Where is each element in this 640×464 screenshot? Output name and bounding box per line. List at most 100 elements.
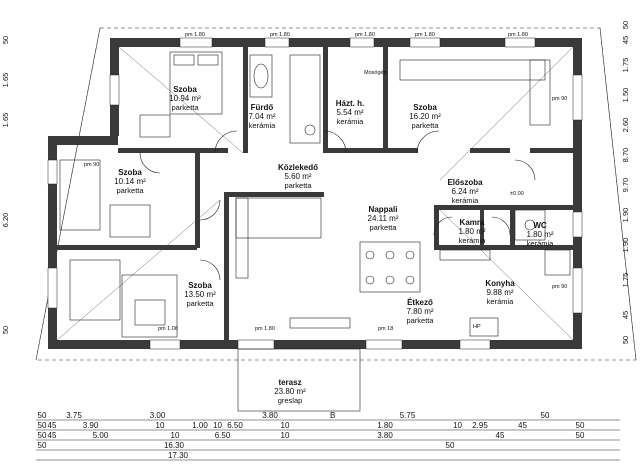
room-area: 10.94 m² <box>169 94 201 103</box>
room-floor: parketta <box>116 186 144 195</box>
pm-label: pm 1.80 <box>185 32 205 38</box>
pm-labels: pm 1.80 pm 1.80 pm 1.80 pm 1.80 pm 1.80 … <box>84 32 567 420</box>
dimension-value: 50 <box>446 441 455 450</box>
windows <box>47 37 583 350</box>
room-name: Szoba <box>118 168 142 177</box>
room-floor: parketta <box>411 121 439 130</box>
room-area: 23.80 m² <box>274 387 306 396</box>
dimension-value: 1.75 <box>621 273 630 288</box>
room-floor: kerámia <box>527 239 555 248</box>
room-floor: parketta <box>284 181 312 190</box>
pm-label: pm 1.80 <box>415 32 435 38</box>
dimension-value: 50 <box>621 21 630 29</box>
hp-label: HP <box>473 324 481 330</box>
room-area: 5.60 m² <box>284 172 311 181</box>
dimension-value: 50 <box>38 431 47 440</box>
dimension-value: 1.90 <box>621 208 630 223</box>
dimension-value: 50 <box>541 411 550 420</box>
room-floor: kerámia <box>337 117 365 126</box>
room-floor: parketta <box>406 316 434 325</box>
room-area: 7.04 m² <box>248 112 275 121</box>
room-area: 1.80 m² <box>458 227 485 236</box>
room-area: 5.54 m² <box>336 108 363 117</box>
pm-label: pm 1.08 <box>158 326 178 332</box>
pm-label: pm 1.80 <box>270 32 290 38</box>
dimension-value: 1.80 <box>377 421 393 430</box>
dimension-value: 50 <box>38 411 47 420</box>
dimension-value: 10 <box>453 421 462 430</box>
dimension-value: 8.70 <box>621 148 630 163</box>
dimension-value: 45 <box>48 421 57 430</box>
dimension-value: 1.00 <box>192 421 208 430</box>
dimension-value: 10 <box>213 421 222 430</box>
dimension-value: 3.00 <box>150 411 166 420</box>
dimension-value: 45 <box>518 421 527 430</box>
room-name: Konyha <box>485 279 515 288</box>
room-area: 10.14 m² <box>114 177 146 186</box>
section-b-label: B <box>330 411 335 420</box>
dimension-value: 10 <box>281 421 290 430</box>
room-name: Szoba <box>188 281 212 290</box>
room-area: 7.80 m² <box>406 307 433 316</box>
mosogep-label: Mosógép <box>364 70 387 76</box>
dimension-value: 3.75 <box>66 411 82 420</box>
room-area: 16.20 m² <box>409 112 441 121</box>
roof-hip-lines <box>56 46 574 341</box>
room-area: 24.11 m² <box>368 214 399 223</box>
dimension-value: 45 <box>496 431 505 440</box>
dimension-value: 50 <box>576 421 585 430</box>
room-name: Nappali <box>369 205 398 214</box>
room-floor: parketta <box>186 299 214 308</box>
pm-label: pm 90 <box>552 284 567 290</box>
terrace-outline <box>237 348 361 412</box>
interior-walls <box>57 47 573 340</box>
roof-outline <box>35 27 637 361</box>
furniture <box>59 51 571 338</box>
dimension-value: 45 <box>621 36 630 44</box>
dimension-value: 10 <box>171 431 180 440</box>
room-floor: kerámia <box>249 121 277 130</box>
room-name: Fürdő <box>251 103 274 112</box>
room-name: terasz <box>278 378 301 387</box>
room-name: Szoba <box>413 103 437 112</box>
pm-label: pm 18 <box>378 326 393 332</box>
dimension-value: 50 <box>38 441 47 450</box>
dimension-value: 3.80 <box>262 411 278 420</box>
dimension-value: 5.75 <box>400 411 416 420</box>
pm-label: pm 90 <box>84 162 99 168</box>
pm-label: pm 90 <box>552 96 567 102</box>
room-area: 9.88 m² <box>486 288 513 297</box>
pm-label: pm 1.80 <box>355 32 375 38</box>
dimension-value: 1.50 <box>621 88 630 103</box>
room-name: Közlekedő <box>278 163 318 172</box>
dimension-value: 1.65 <box>1 73 10 88</box>
dimension-value: 5.00 <box>93 431 109 440</box>
room-name: Szoba <box>173 85 197 94</box>
level-label: ±0.00 <box>510 191 524 197</box>
dimension-value: 45 <box>48 431 57 440</box>
dimension-value: 1.90 <box>621 238 630 253</box>
room-floor: greslap <box>278 396 303 405</box>
dimension-value: 16.30 <box>164 441 185 450</box>
dimension-value: 6.50 <box>215 431 231 440</box>
room-floor: kerámia <box>459 236 487 245</box>
dimension-value: 9.70 <box>621 178 630 193</box>
dimension-value: 17.30 <box>168 451 189 460</box>
pm-label: pm 1.80 <box>508 32 528 38</box>
room-floor: parketta <box>369 223 397 232</box>
room-floor: kerámia <box>487 297 515 306</box>
room-area: 1.80 m² <box>526 230 553 239</box>
doors <box>139 130 536 281</box>
